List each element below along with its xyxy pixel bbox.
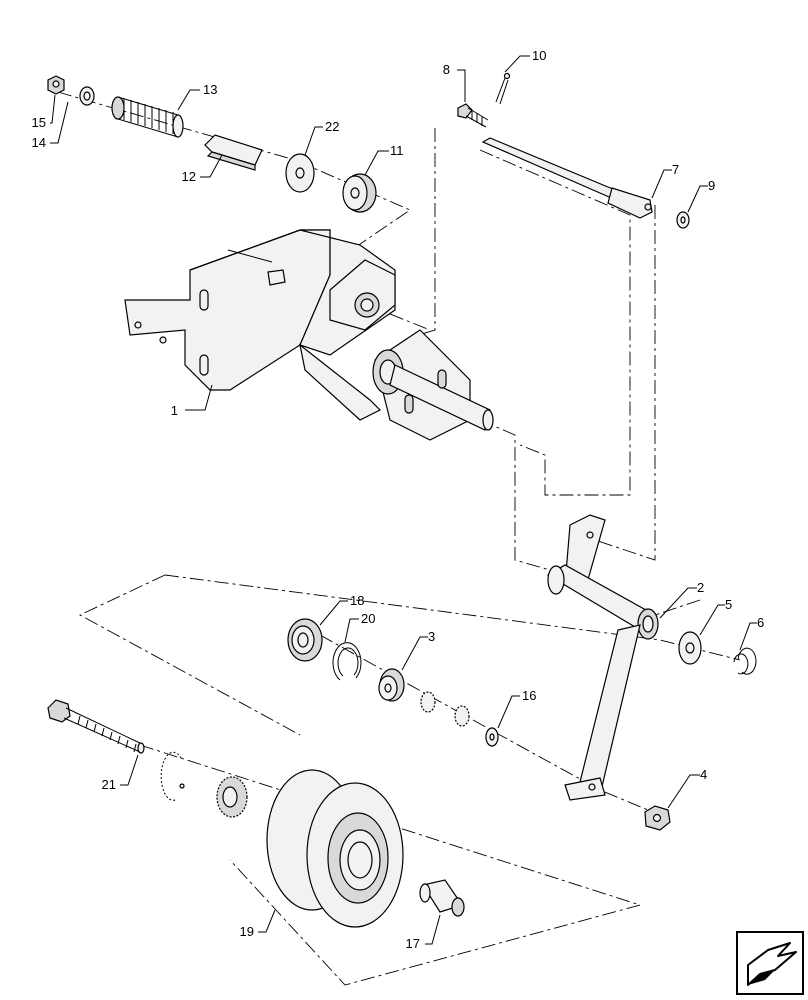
bushing-17: [419, 879, 465, 917]
bolt-21: [47, 699, 145, 754]
callout-16: 16: [522, 688, 536, 703]
callout-18: 18: [350, 593, 364, 608]
mounting-bracket: [124, 229, 396, 421]
washer-14: [79, 86, 95, 106]
arrow-icon[interactable]: [736, 931, 804, 995]
callout-4: 4: [700, 767, 707, 782]
lock-washers: [420, 691, 470, 727]
leader-lines: [50, 55, 757, 945]
retaining-clip-6: [733, 647, 757, 675]
snap-ring-20: [332, 642, 362, 681]
callout-7: 7: [672, 162, 679, 177]
idler-arm: [546, 514, 659, 801]
callout-22: 22: [325, 119, 339, 134]
nut-4: [644, 805, 671, 831]
bolt-8: [457, 103, 489, 128]
callout-21: 21: [102, 777, 116, 792]
idler-pulley: [266, 769, 404, 928]
callout-3: 3: [428, 629, 435, 644]
callout-20: 20: [361, 611, 375, 626]
callout-12: 12: [182, 169, 196, 184]
callout-8: 8: [443, 62, 450, 77]
washer-16: [485, 727, 499, 747]
callout-1: 1: [171, 403, 178, 418]
callout-14: 14: [32, 135, 46, 150]
bearing-18: [287, 618, 323, 662]
tension-spring: [111, 96, 184, 138]
spacer-3: [378, 668, 405, 702]
callout-19: 19: [240, 924, 254, 939]
bushing-11: [342, 173, 377, 213]
washer-9: [676, 211, 690, 229]
callout-9: 9: [708, 178, 715, 193]
pivot-housing: [372, 329, 494, 441]
bearing-small: [216, 776, 248, 818]
dust-shield: [160, 751, 185, 801]
callout-6: 6: [757, 615, 764, 630]
callout-17: 17: [406, 936, 420, 951]
pin-10: [495, 72, 511, 105]
callout-2: 2: [697, 580, 704, 595]
washer-5: [678, 631, 702, 665]
washer-22: [285, 153, 315, 193]
callout-13: 13: [203, 82, 217, 97]
callout-10: 10: [532, 48, 546, 63]
callout-15: 15: [32, 115, 46, 130]
callout-labels: 1 2 3 4 5 6 7 8 9 10 11 12 13 14 15 16 1…: [32, 48, 765, 951]
spacer-block: [204, 134, 263, 171]
callout-5: 5: [725, 597, 732, 612]
nut-15: [47, 75, 65, 95]
callout-11: 11: [390, 143, 404, 158]
adjust-rod: [481, 137, 653, 219]
